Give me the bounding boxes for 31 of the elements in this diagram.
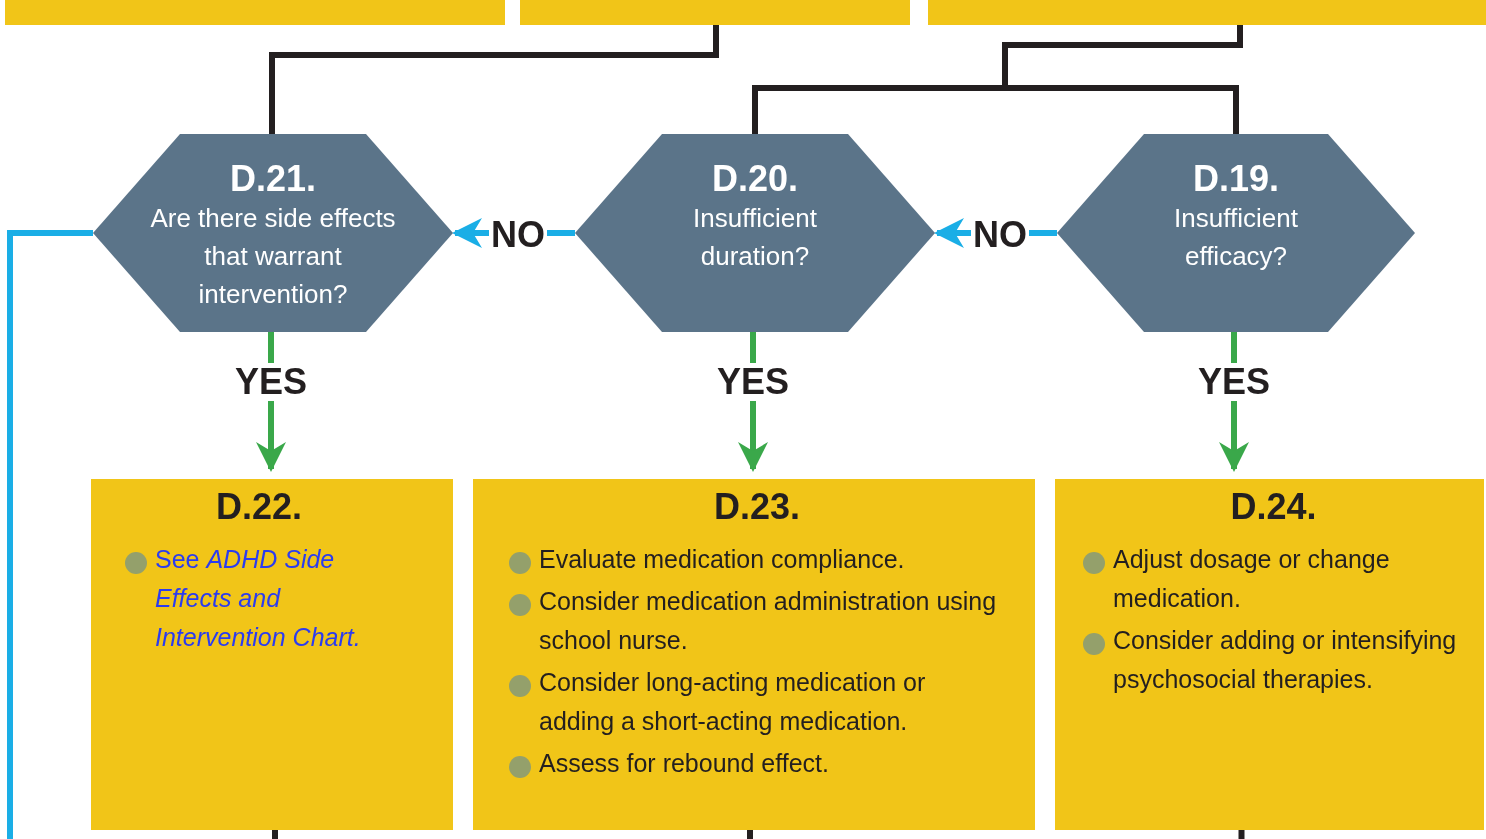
- bullet-text: Assess for rebound effect.: [539, 748, 829, 779]
- reference-text: See ADHD Side Effects and Intervention Chart.: [155, 544, 362, 653]
- action-box: [1055, 479, 1484, 830]
- bullet-text: Adjust dosage or change medication.: [1113, 544, 1391, 614]
- connector-line: [1002, 25, 1243, 134]
- step-number: D.23.: [712, 487, 801, 527]
- question-text: Are there side effects that warrant intervention?: [149, 202, 397, 311]
- bullet-text: Consider medication administration using school nurse.: [539, 586, 998, 656]
- bullet-text: Consider adding or intensifying psychosocial therapies.: [1113, 625, 1458, 695]
- bullet-text: Evaluate medication compliance.: [539, 544, 905, 575]
- edge-label: YES: [1196, 363, 1272, 401]
- connector-line: [7, 230, 93, 839]
- bullet-text: Consider long-acting medication or adding a short-acting medication.: [539, 667, 927, 737]
- question-text: Insufficient duration?: [692, 202, 818, 273]
- action-box: [473, 479, 1035, 830]
- step-number: D.24.: [1229, 487, 1318, 527]
- question-text: Insufficient efficacy?: [1173, 202, 1299, 273]
- connector-line: [269, 25, 719, 134]
- action-box: [91, 479, 453, 830]
- edge-label: YES: [233, 363, 309, 401]
- step-number: D.20.: [711, 159, 798, 199]
- edge-label: YES: [715, 363, 791, 401]
- step-number: D.19.: [1192, 159, 1279, 199]
- decision-hexagon: [575, 134, 935, 332]
- connector-line: [747, 830, 753, 839]
- connector-line: [272, 830, 278, 839]
- step-number: D.21.: [229, 159, 316, 199]
- step-number: D.22.: [214, 487, 303, 527]
- decision-hexagon: [93, 134, 453, 332]
- connector-line: [1238, 830, 1245, 839]
- decision-hexagon: [1057, 134, 1415, 332]
